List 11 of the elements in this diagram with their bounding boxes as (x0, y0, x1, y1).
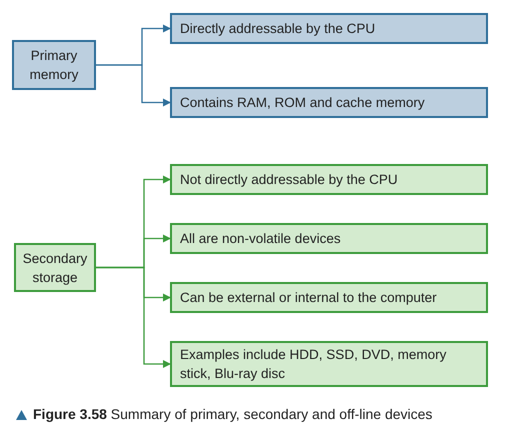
description-box: All are non-volatile devices (170, 223, 488, 254)
description-box: Contains RAM, ROM and cache memory (170, 87, 488, 118)
description-box: Examples include HDD, SSD, DVD, memory stick, Blu-ray disc (170, 341, 488, 387)
figure-caption: Figure 3.58 Summary of primary, secondary and off-line devices (33, 405, 432, 424)
connector-arrow (96, 64, 171, 106)
connector-arrow (96, 266, 171, 368)
category-box: Primary memory (12, 40, 96, 90)
category-box: Secondary storage (14, 243, 96, 292)
description-box: Directly addressable by the CPU (170, 13, 488, 44)
description-box: Not directly addressable by the CPU (170, 164, 488, 195)
description-box: Can be external or internal to the computer (170, 282, 488, 313)
